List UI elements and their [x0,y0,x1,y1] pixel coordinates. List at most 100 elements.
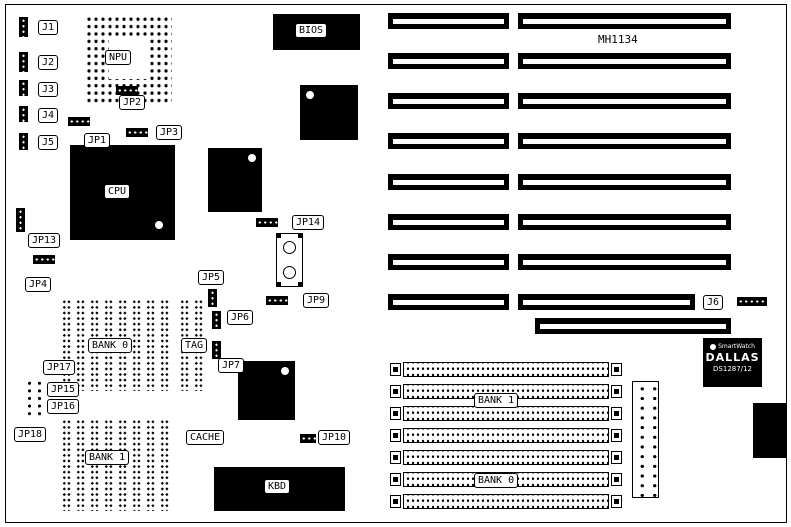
jumper-label-jp13: JP13 [28,233,61,248]
socket-end [390,473,401,486]
simm-socket-strip [118,419,127,511]
dallas-part-number: DS1287/12 [713,365,752,373]
dram-socket-row [390,406,622,421]
jumper-pins-jp14 [256,218,278,227]
socket-end [390,407,401,420]
isa-slot-segment [388,13,509,29]
simm-socket-strip [76,419,85,511]
isa-slot-segment [518,133,731,149]
socket-end [611,407,622,420]
jumper-pins-jp1 [68,117,90,126]
jumper-label-jp4: JP4 [25,277,52,292]
dallas-logo-row: SmartWatch [703,342,762,351]
isa-slot-segment [388,53,509,69]
jumper-label-jp7: JP7 [218,358,245,373]
kbd-label: KBD [264,479,291,494]
oscillator-pad [283,266,296,279]
dallas-logo-text: SmartWatch [718,343,755,350]
jumper-label-jp9: JP9 [303,293,330,308]
bank1-right-label: BANK 1 [474,393,519,408]
dallas-rtc-chip: SmartWatch DALLAS DS1287/12 [703,338,762,387]
qfp-chip [238,361,295,420]
simm-socket-strip [62,299,71,391]
qfp-chip [300,85,358,140]
cache-label: CACHE [186,430,225,445]
jumper-label-jp6: JP6 [227,310,254,325]
jumper-pins-j3 [19,80,28,96]
socket-end [611,473,622,486]
jumper-label-jp10: JP10 [318,430,351,445]
cpu-label: CPU [104,184,131,199]
jumper-label-jp5: JP5 [198,270,225,285]
bank1-left-label: BANK 1 [85,450,130,465]
bank0-left-label: BANK 0 [88,338,133,353]
tag-label: TAG [181,338,208,353]
simm-socket-strip [90,419,99,511]
socket-end [390,385,401,398]
simm-socket-strip [132,299,141,391]
jumper-label-jp17: JP17 [43,360,76,375]
pin1-dot-icon [248,154,256,162]
isa-slot-segment [388,294,509,310]
jumper-label-jp3: JP3 [156,125,183,140]
isa-slot-segment [388,174,509,190]
dram-socket-row [390,494,622,509]
jumper-pins-jp2 [116,86,138,95]
isa-slot-segment [388,254,509,270]
jumper-pins-j6 [737,297,767,306]
socket-pins [403,362,609,377]
jumper-label-jp15: JP15 [47,382,80,397]
oscillator-pad [283,241,296,254]
jumper-label-jp1: JP1 [84,133,111,148]
bios-label: BIOS [295,23,328,38]
simm-socket-strip [146,419,155,511]
pin1-dot-icon [306,91,314,99]
mount-pad [298,282,303,287]
jumper-label-j2: J2 [38,55,59,70]
isa-slot-segment [518,294,695,310]
board-title: MH1134 [598,33,638,46]
socket-end [611,451,622,464]
mount-pad [298,233,303,238]
socket-end [611,363,622,376]
jumper-label-j4: J4 [38,108,59,123]
socket-pins [403,450,609,465]
npu-label: NPU [105,50,132,65]
mount-pad [276,282,281,287]
isa-slot-segment [518,254,731,270]
oscillator-socket [276,233,303,287]
bank0-right-label: BANK 0 [474,473,519,488]
jumper-label-j3: J3 [38,82,59,97]
jumper-label-j1: J1 [38,20,59,35]
corner-chip [753,403,786,458]
isa-slot-8bit [535,318,731,334]
isa-slot-segment [388,214,509,230]
jumper-label-j6: J6 [703,295,724,310]
simm-socket-strip [76,299,85,391]
jumper-pins-j2 [19,52,28,72]
dram-socket-row [390,428,622,443]
qfp-chip [208,148,262,212]
simm-socket-strip [160,299,169,391]
jumper-pins-j5 [19,133,28,150]
socket-pins [403,494,609,509]
jumper-pins-jp9 [266,296,288,305]
socket-end [390,451,401,464]
pin1-dot-icon [155,221,163,229]
isa-slot-segment [518,13,731,29]
socket-end [611,385,622,398]
socket-end [390,495,401,508]
jumper-pins-jp4 [33,255,55,264]
socket-end [611,495,622,508]
board-outline [5,4,787,523]
jumper-label-jp14: JP14 [292,215,325,230]
jumper-pins-jp6 [212,311,221,329]
socket-end [390,363,401,376]
jumper-pins-jp7 [212,341,221,359]
socket-pins [403,428,609,443]
jumper-pins-j4 [19,106,28,122]
jumper-label-jp2: JP2 [119,95,146,110]
isa-slot-segment [388,133,509,149]
jumper-pins-jp10 [300,434,316,443]
jumper-pins-jp13 [16,208,25,232]
